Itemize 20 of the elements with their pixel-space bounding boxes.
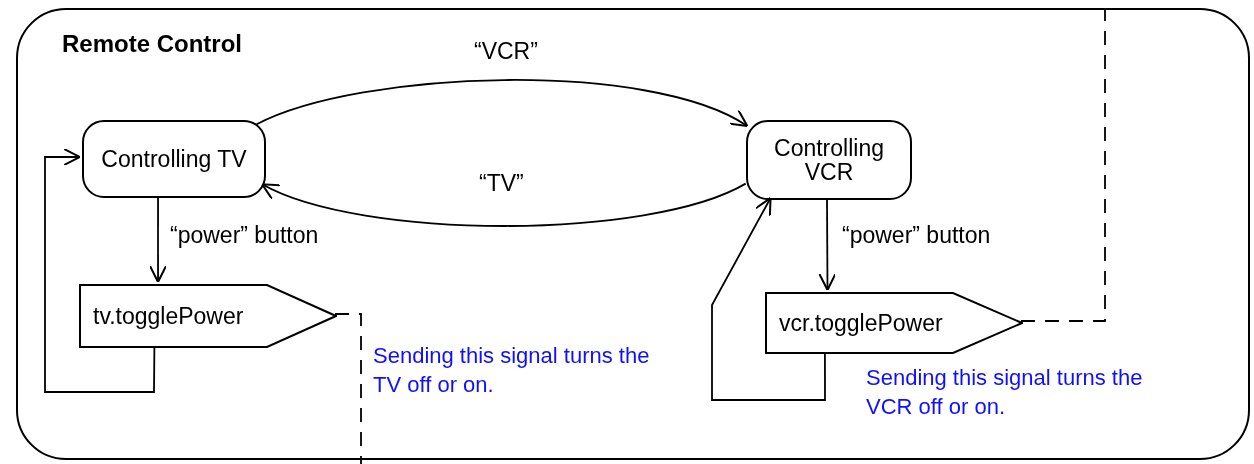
transition-arrow bbox=[711, 197, 826, 401]
send-signal-shape bbox=[765, 292, 1023, 354]
dashed-line bbox=[334, 313, 362, 464]
transition-arrow bbox=[44, 148, 156, 393]
transition-arrow bbox=[818, 197, 837, 291]
signal-name: tv.togglePower bbox=[93, 304, 244, 328]
dashed-line bbox=[1020, 7, 1106, 322]
transition-arrow bbox=[255, 79, 749, 127]
note-text: Sending this signal turns the VCR off or on. bbox=[866, 364, 1144, 421]
signal-name: vcr.togglePower bbox=[779, 311, 943, 335]
region-frame bbox=[16, 8, 1250, 460]
state-box bbox=[82, 120, 266, 198]
state-name: Controlling TV bbox=[100, 146, 248, 172]
note-text: Sending this signal turns the TV off or on. bbox=[373, 342, 651, 399]
region-title: Remote Control bbox=[62, 32, 242, 56]
state-box bbox=[746, 120, 912, 200]
transition-arrow bbox=[149, 195, 167, 283]
send-signal-shape bbox=[79, 284, 337, 348]
transition-arrow bbox=[261, 182, 747, 227]
state-name: Controlling VCR bbox=[773, 135, 885, 185]
